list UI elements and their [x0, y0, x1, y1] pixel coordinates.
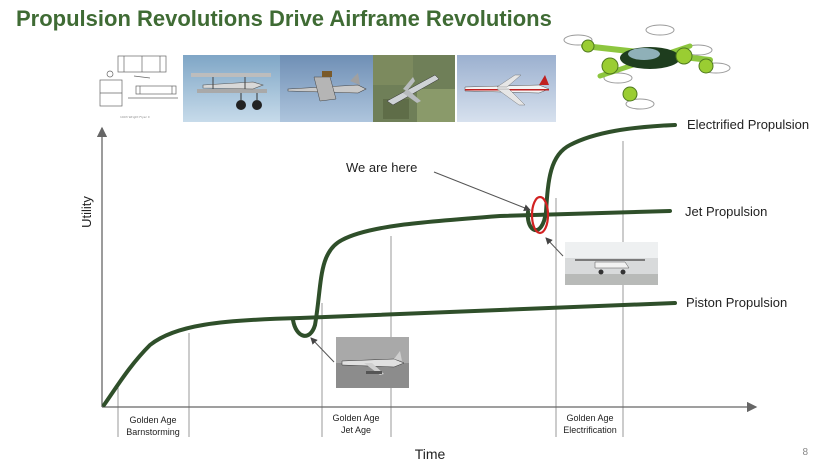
biplane-photo — [183, 55, 280, 122]
piston-propulsion-label: Piston Propulsion — [686, 295, 787, 310]
era-label-jet-line2: Jet Age — [341, 425, 371, 435]
we-are-here-label: We are here — [346, 160, 417, 175]
x-axis-label: Time — [415, 446, 446, 462]
we-are-here-highlight — [530, 195, 550, 235]
jet-dip-arrow — [310, 337, 335, 363]
electric-aircraft-photo — [565, 242, 658, 285]
p51-mustang-photo — [280, 55, 373, 122]
y-axis-label: Utility — [79, 196, 94, 228]
jet-propulsion-curve — [291, 209, 672, 338]
slide-title: Propulsion Revolutions Drive Airframe Re… — [16, 6, 552, 31]
evtol-aircraft-image — [560, 16, 732, 116]
era-label-electrification-line1: Golden Age — [566, 413, 613, 423]
era-label-jet-line1: Golden Age — [332, 413, 379, 423]
electric-dip-arrow — [545, 237, 564, 257]
wright-flyer-blueprint: 1903 Wright Flyer II — [94, 50, 182, 124]
we-are-here-arrow — [433, 171, 531, 212]
page-number: 8 — [802, 447, 808, 458]
piston-propulsion-curve — [102, 301, 677, 407]
electrified-propulsion-label: Electrified Propulsion — [687, 117, 809, 132]
jet-propulsion-label: Jet Propulsion — [685, 204, 767, 219]
era-label-electrification-line2: Electrification — [563, 425, 617, 435]
early-jet-photo — [336, 337, 409, 388]
f-16-jet-photo — [373, 55, 455, 122]
boeing-747-photo — [457, 55, 556, 122]
blueprint-caption: 1903 Wright Flyer II — [120, 115, 150, 119]
era-label-barnstorming-line1: Golden Age — [129, 415, 176, 425]
era-label-barnstorming-line2: Barnstorming — [126, 427, 180, 437]
